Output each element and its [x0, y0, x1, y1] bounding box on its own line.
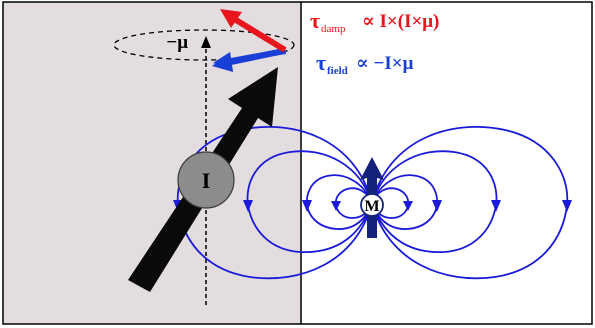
precession-orbit	[113, 29, 295, 61]
tau-damp-formula: ∝ I×(I×μ)	[362, 11, 439, 32]
sphere-I-label: I	[202, 168, 211, 193]
field-arrowhead	[243, 200, 253, 212]
damping-torque-shaft	[234, 17, 287, 53]
field-torque-arrowhead	[212, 53, 233, 72]
tau-field-formula: ∝ −I×μ	[356, 53, 414, 74]
magnet-M-label: M	[364, 198, 379, 215]
field-direction-arrowheads	[173, 200, 572, 212]
damping-torque-arrowhead	[220, 9, 242, 28]
minus-mu-label: −μ	[166, 32, 188, 53]
sphere-I	[177, 151, 235, 209]
minus-mu-arrowhead	[201, 36, 211, 48]
magnet-M	[360, 193, 384, 217]
right-panel-background	[301, 2, 592, 324]
tau-field-symbol: τ	[316, 50, 326, 75]
field-arrowhead	[331, 201, 341, 211]
tau-damp-label: τ damp ∝ I×(I×μ)	[310, 8, 439, 35]
field-arrowhead	[562, 200, 572, 212]
tau-damp-symbol: τ	[310, 8, 320, 33]
field-arrowhead	[302, 200, 312, 212]
field-arrowhead	[491, 200, 501, 212]
field-arrowhead	[432, 200, 442, 212]
tau-damp-subscript: damp	[321, 23, 346, 35]
field-arrowhead	[403, 201, 413, 211]
tau-field-label: τ field ∝ −I×μ	[316, 50, 414, 77]
field-torque-shaft	[225, 48, 285, 66]
tau-field-subscript: field	[327, 65, 348, 77]
